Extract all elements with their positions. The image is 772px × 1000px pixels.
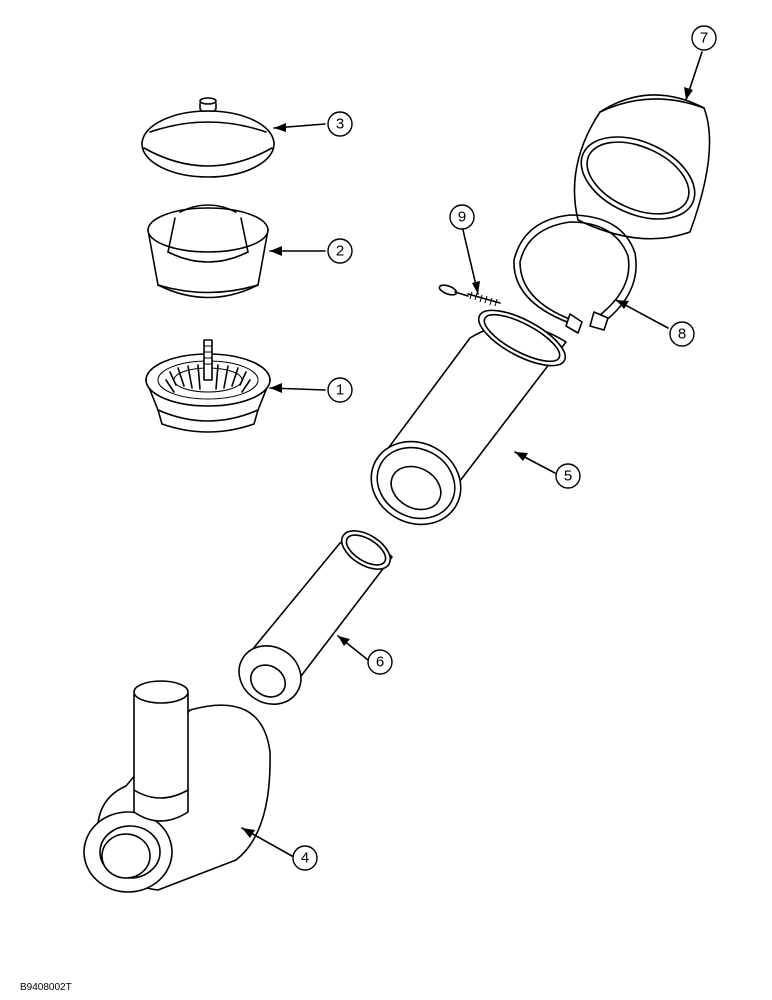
callout-2: 2 bbox=[327, 238, 353, 264]
callout-3: 3 bbox=[327, 111, 353, 137]
callout-8-label: 8 bbox=[678, 326, 686, 343]
callout-5-label: 5 bbox=[564, 468, 572, 485]
callout-7-label: 7 bbox=[700, 30, 708, 47]
callout-6: 6 bbox=[367, 649, 393, 675]
callout-5: 5 bbox=[555, 463, 581, 489]
callout-6-label: 6 bbox=[376, 654, 384, 671]
end-cover-icon bbox=[573, 94, 711, 240]
callout-3-label: 3 bbox=[336, 116, 344, 133]
wing-bolt-icon bbox=[438, 284, 501, 307]
callout-4-label: 4 bbox=[301, 850, 309, 867]
precleaner-bowl-icon bbox=[147, 204, 269, 299]
callout-9-label: 9 bbox=[458, 209, 466, 226]
primary-filter-element-icon bbox=[370, 309, 567, 526]
callout-1: 1 bbox=[327, 377, 353, 403]
callout-8: 8 bbox=[669, 321, 695, 347]
clamp-ring-icon bbox=[513, 214, 637, 334]
figure-code: B9408002T bbox=[20, 982, 72, 993]
precleaner-cap-icon bbox=[141, 97, 275, 178]
callout-9: 9 bbox=[449, 204, 475, 230]
callout-1-label: 1 bbox=[336, 382, 344, 399]
secondary-filter-element-icon bbox=[238, 530, 393, 705]
filter-bowl-base-icon bbox=[145, 339, 271, 433]
callout-7: 7 bbox=[691, 25, 717, 51]
callout-4: 4 bbox=[292, 845, 318, 871]
leader-lines bbox=[241, 51, 703, 857]
callout-2-label: 2 bbox=[336, 243, 344, 260]
air-cleaner-housing-icon bbox=[83, 680, 271, 893]
